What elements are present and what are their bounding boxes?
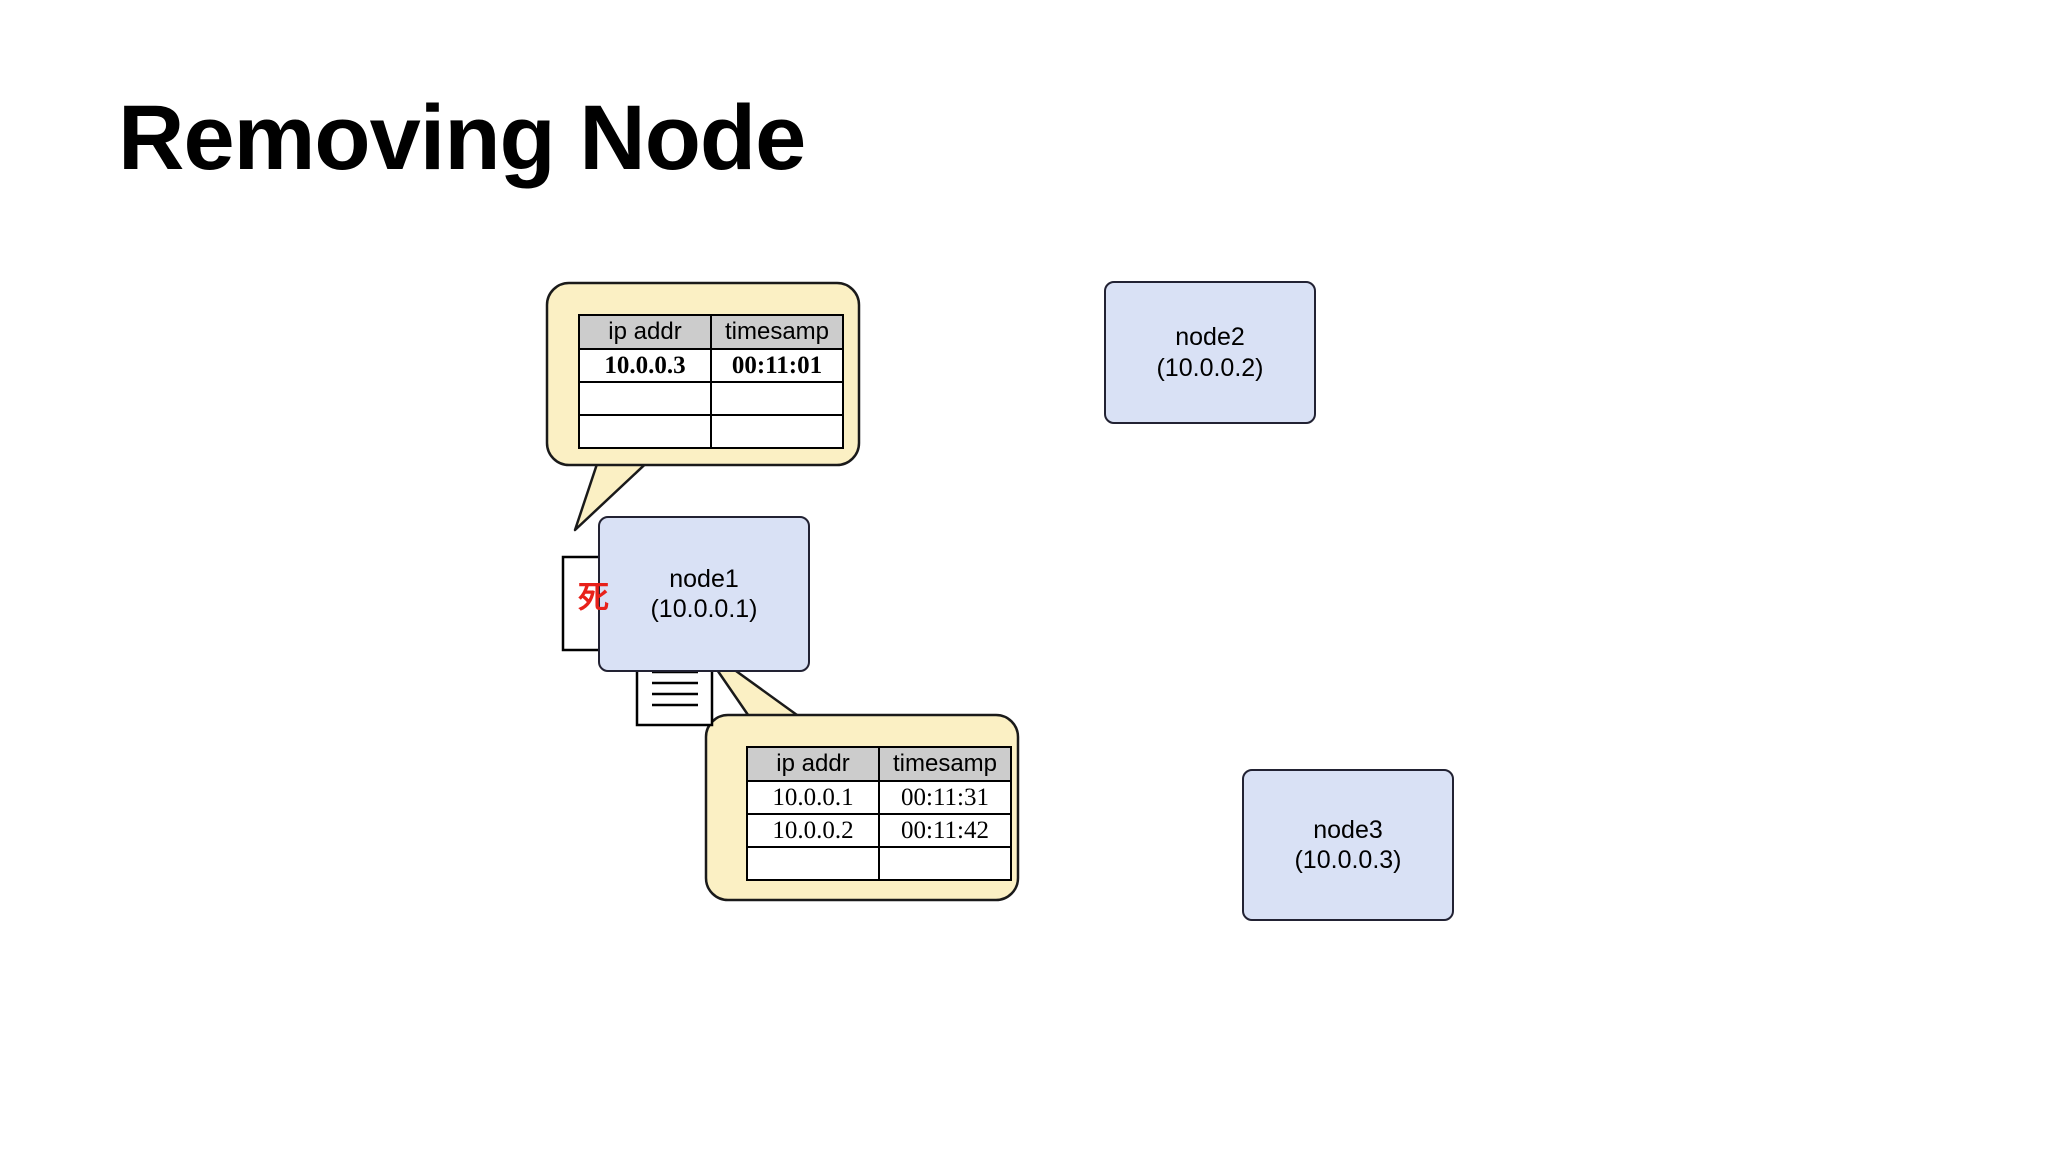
cell-ts: 00:11:31: [878, 780, 1012, 815]
table-header-row: ip addr timesamp: [578, 314, 844, 350]
cell-ip: 10.0.0.1: [746, 780, 880, 815]
routing-table-bottom: ip addr timesamp 10.0.0.1 00:11:31 10.0.…: [746, 746, 1012, 881]
table-row: [746, 846, 1012, 881]
page-title: Removing Node: [118, 87, 806, 189]
table-row: [578, 414, 844, 449]
cell-ip: [746, 846, 880, 881]
table-row: [578, 381, 844, 416]
table-row: 10.0.0.3 00:11:01: [578, 348, 844, 383]
node-box-node1[interactable]: node1 (10.0.0.1): [598, 516, 810, 672]
document-text-lines: [652, 670, 698, 707]
dead-marker-glyph: 死: [578, 580, 609, 616]
cell-ip: 10.0.0.2: [746, 813, 880, 848]
node1-address: (10.0.0.1): [650, 595, 758, 623]
node3-name: node3: [1313, 815, 1383, 844]
cell-ip: 10.0.0.3: [578, 348, 712, 383]
header-ip-addr: ip addr: [746, 746, 880, 782]
node2-address: (10.0.0.2): [1156, 353, 1264, 382]
node1-name: node1: [669, 564, 739, 593]
header-ip-addr: ip addr: [578, 314, 712, 350]
cell-ts: [878, 846, 1012, 881]
cell-ts: 00:11:01: [710, 348, 844, 383]
header-timesamp: timesamp: [878, 746, 1012, 782]
node3-address: (10.0.0.3): [1294, 846, 1402, 874]
node-box-node3[interactable]: node3 (10.0.0.3): [1242, 769, 1454, 921]
cell-ts: [710, 381, 844, 416]
node-box-node2[interactable]: node2 (10.0.0.2): [1104, 281, 1316, 424]
cell-ip: [578, 381, 712, 416]
header-timesamp: timesamp: [710, 314, 844, 350]
cell-ts: [710, 414, 844, 449]
cell-ip: [578, 414, 712, 449]
routing-table-top: ip addr timesamp 10.0.0.3 00:11:01: [578, 314, 844, 449]
table-row: 10.0.0.2 00:11:42: [746, 813, 1012, 848]
table-header-row: ip addr timesamp: [746, 746, 1012, 782]
cell-ts: 00:11:42: [878, 813, 1012, 848]
table-row: 10.0.0.1 00:11:31: [746, 780, 1012, 815]
node2-name: node2: [1175, 323, 1245, 351]
